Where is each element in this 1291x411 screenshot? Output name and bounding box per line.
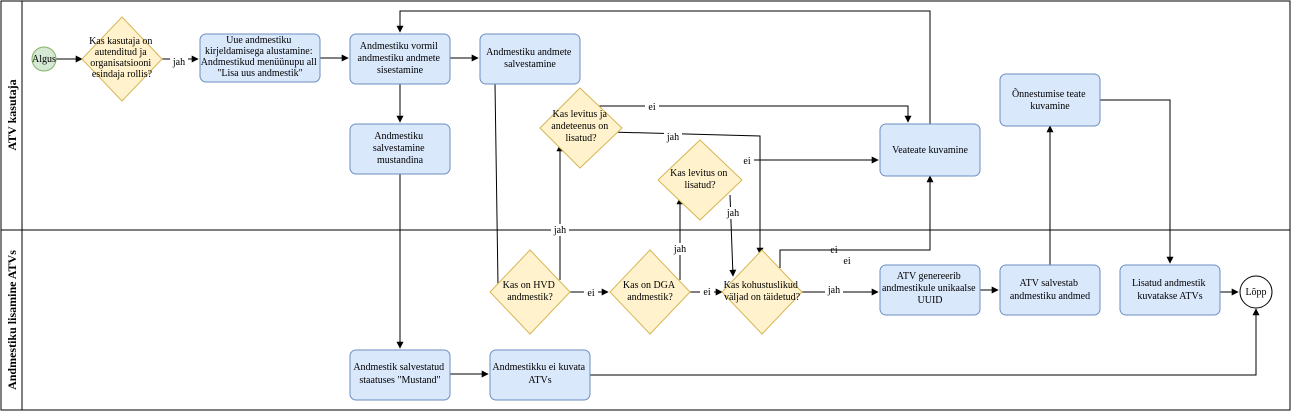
label-hvd-no: ei [587,288,594,299]
label-dist-yes: jah [726,208,739,219]
svg-text:Andmestiku andmete salve: Andmestiku andmete salvestamine [486,47,574,70]
process-error-show: Veateate kuvamine [879,123,981,177]
label-required-no-2: ei [843,256,850,267]
edge-labels: jah ei jah ei jah jah ei jah ei ei ei ja… [170,55,851,299]
decision-required-check: Kas kohustuslikud väljad on täidetud? [721,249,803,335]
svg-text:Kas kohustuslikud väljad: Kas kohustuslikud väljad on täidetud? [724,280,801,303]
process-save-data: Andmestiku andmete salvestamine [479,33,581,85]
svg-text:Kas levitus on lisatud?: Kas levitus on lisatud? [670,168,730,191]
svg-text:Veateate kuvamine: Veateate kuvamine [892,145,968,156]
lane-title-atv-kasutaja: ATV kasutaja [5,79,19,150]
svg-text:Kas on DGA andmestik?: Kas on DGA andmestik? [623,280,677,303]
svg-text:ATV salvestab andmestiku: ATV salvestab andmestiku andmed [1010,278,1090,302]
decision-dga-check: Kas on DGA andmestik? [609,249,691,335]
edge-success-shown [1100,99,1174,264]
svg-text:Lõpp: Lõpp [1245,287,1266,298]
svg-text:Kas on HVD andmestik?: Kas on HVD andmestik? [503,280,558,303]
decision-auth-check: Kas kasutaja on autenditud ja organisats… [81,16,163,102]
label-required-no-1: ei [830,245,837,256]
start-event: Algus [31,46,57,72]
process-start-describe: Uue andmestiku kirjeldamisega alustamine… [199,33,321,83]
svg-text:Andmestikku ei kuvata AT: Andmestikku ei kuvata ATVs [492,362,587,386]
decision-hvd-check: Kas on HVD andmestik? [489,249,571,335]
lane-andmestiku-lisamine [0,229,1291,411]
svg-text:Andmestik salvestatud st: Andmestik salvestatud staatuses "Mustand… [353,362,446,386]
label-hvd-yes: jah [553,225,566,236]
svg-text:Andmestiku vormil andmes: Andmestiku vormil andmestiku andmete sis… [358,41,443,76]
label-dga-no: ei [703,287,710,298]
svg-text:Lisatud andmestik kuvata: Lisatud andmestik kuvatakse ATVs [1132,278,1208,302]
svg-text:Andmestiku salvestamine: Andmestiku salvestamine mustandina [373,131,427,166]
lane-title-andmestiku-lisamine: Andmestiku lisamine ATVs [5,250,19,390]
process-atv-saves: ATV salvestab andmestiku andmed [999,264,1101,316]
edge-license-error [582,105,912,123]
process-save-draft: Andmestiku salvestamine mustandina [349,123,451,175]
edge-save-hvd [494,83,507,289]
decision-dist-check: Kas levitus on lisatud? [657,139,743,221]
decision-license-check: Kas levitus ja andeteenus on lisatud? [539,87,623,169]
edge-notshown-end [590,308,1260,376]
process-success-show: Õnnestumise teate kuvamine [999,73,1101,127]
svg-text:Kas kasutaja on autendit: Kas kasutaja on autenditud ja organisats… [89,36,155,80]
label-license-yes: jah [666,132,679,143]
svg-text:Algus: Algus [32,54,56,65]
label-dist-no: ei [743,156,750,167]
end-event: Lõpp [1239,275,1273,309]
process-draft-status: Andmestik salvestatud staatuses "Mustand… [349,349,451,401]
svg-text:ATV genereerib andmestik: ATV genereerib andmestikule unikaalse UU… [882,271,978,306]
label-license-no: ei [648,102,655,113]
label-required-yes: jah [827,285,840,296]
svg-text:Õnnestumise teate kuvami: Õnnestumise teate kuvamine [1012,88,1088,112]
process-gen-uuid: ATV genereerib andmestikule unikaalse UU… [879,264,981,316]
process-not-shown: Andmestikku ei kuvata ATVs [489,349,591,401]
process-enter-data: Andmestiku vormil andmestiku andmete sis… [349,33,451,85]
svg-text:Kas levitus ja andeteenu: Kas levitus ja andeteenus on lisatud? [551,109,610,144]
edge-error-enter [396,10,931,124]
edge-license-required [609,131,764,255]
edge-required-error [779,175,934,268]
label-auth-yes: jah [172,57,185,68]
svg-text:Uue andmestiku kirjeldam: Uue andmestiku kirjeldamisega alustamine… [201,35,320,79]
label-dga-yes: jah [673,244,686,255]
process-shown-atv: Lisatud andmestik kuvatakse ATVs [1119,264,1221,316]
